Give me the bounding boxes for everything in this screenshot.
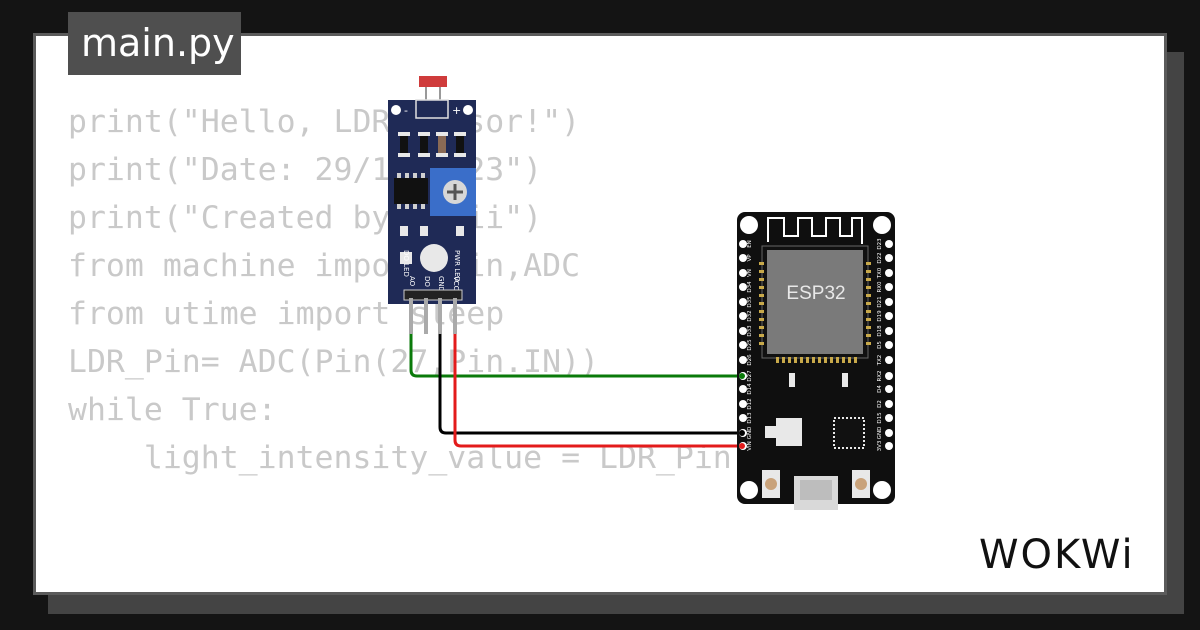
mounting-hole (740, 481, 758, 499)
wire-ao-to-d27[interactable] (409, 334, 742, 378)
mounting-hole (873, 481, 891, 499)
wire-gnd-to-gnd[interactable] (438, 334, 742, 435)
pin-label-en: EN (747, 240, 753, 248)
pin-label-d4: D4 (877, 385, 883, 393)
mounting-hole (740, 216, 758, 234)
pin-label-d22: D22 (877, 252, 883, 263)
code-line: LDR_Pin= ADC(Pin(27,Pin.IN)) (68, 344, 600, 380)
pin-label-tx2: TX2 (877, 355, 883, 367)
pin-label-vp: VP (747, 254, 753, 262)
pin-label-3v3: 3V3 (877, 440, 883, 451)
pin-label-gnd: GND (437, 276, 445, 292)
pin-label-d2: D2 (877, 400, 883, 408)
pin-label-gnd-left: GND (747, 427, 753, 440)
pin-label-rx2: RX2 (877, 370, 883, 381)
esp32-chip-label: ESP32 (786, 283, 845, 304)
pin-ao[interactable] (409, 298, 413, 334)
pin-label-d13: D13 (747, 412, 753, 424)
pin-label-d18: D18 (877, 325, 883, 337)
pin-label-d19: D19 (877, 310, 883, 322)
pin-label-gnd-right: GND (877, 427, 883, 440)
wokwi-logo: WOKWi (979, 532, 1135, 578)
pwr-led-label: PWR LED (453, 250, 461, 282)
ldr-sensor-module[interactable]: - + DO LED PWR LED A (388, 76, 476, 334)
voltage-regulator (776, 418, 802, 446)
wire-vcc-to-vin[interactable] (453, 334, 742, 448)
minus-label: - (404, 104, 408, 117)
pin-label-ao: AO (408, 276, 416, 287)
pin-gnd[interactable] (438, 298, 442, 334)
pin-label-do: DO (423, 276, 431, 287)
pin-label-vn: VN (747, 269, 753, 277)
pin-label-d23: D23 (877, 238, 883, 250)
pin-label-d32: D32 (747, 310, 753, 321)
esp32-board[interactable]: ESP32 (737, 212, 895, 510)
esp32-module-shield (767, 250, 863, 354)
right-header-pins[interactable] (885, 240, 893, 450)
comparator-chip (394, 178, 428, 204)
pin-label-d5: D5 (877, 341, 883, 349)
status-led (420, 244, 448, 272)
plus-label: + (452, 104, 461, 117)
pin-vcc[interactable] (453, 298, 457, 334)
pin-label-vcc: VCC (452, 276, 460, 291)
pin-label-d35: D35 (747, 296, 753, 308)
pin-label-d27: D27 (747, 370, 753, 382)
photoresistor-head (419, 76, 447, 87)
antenna-trace (767, 217, 863, 244)
mounting-hole (873, 216, 891, 234)
wokwi-logo-text: WOKWi (979, 532, 1135, 578)
pin-label-d34: D34 (747, 281, 753, 293)
pin-do[interactable] (424, 298, 428, 334)
code-line: while True: (68, 392, 277, 428)
pin-label-d21: D21 (877, 296, 883, 307)
pin-label-tx0: TX0 (877, 267, 883, 279)
left-header-pins[interactable] (739, 240, 747, 450)
pin-label-d14: D14 (747, 383, 753, 395)
usb-uart-chip (833, 417, 865, 449)
pin-label-d25: D25 (747, 339, 753, 351)
pin-label-rx0: RX0 (877, 281, 883, 293)
pin-label-d12: D12 (747, 398, 753, 409)
pin-label-d26: D26 (747, 354, 753, 366)
pin-label-d15: D15 (877, 412, 883, 424)
pin-label-d33: D33 (747, 325, 753, 337)
file-tab-main-py[interactable]: main.py (68, 12, 241, 75)
pin-label-vin: VIN (747, 441, 753, 451)
do-led-label: DO LED (402, 250, 410, 277)
